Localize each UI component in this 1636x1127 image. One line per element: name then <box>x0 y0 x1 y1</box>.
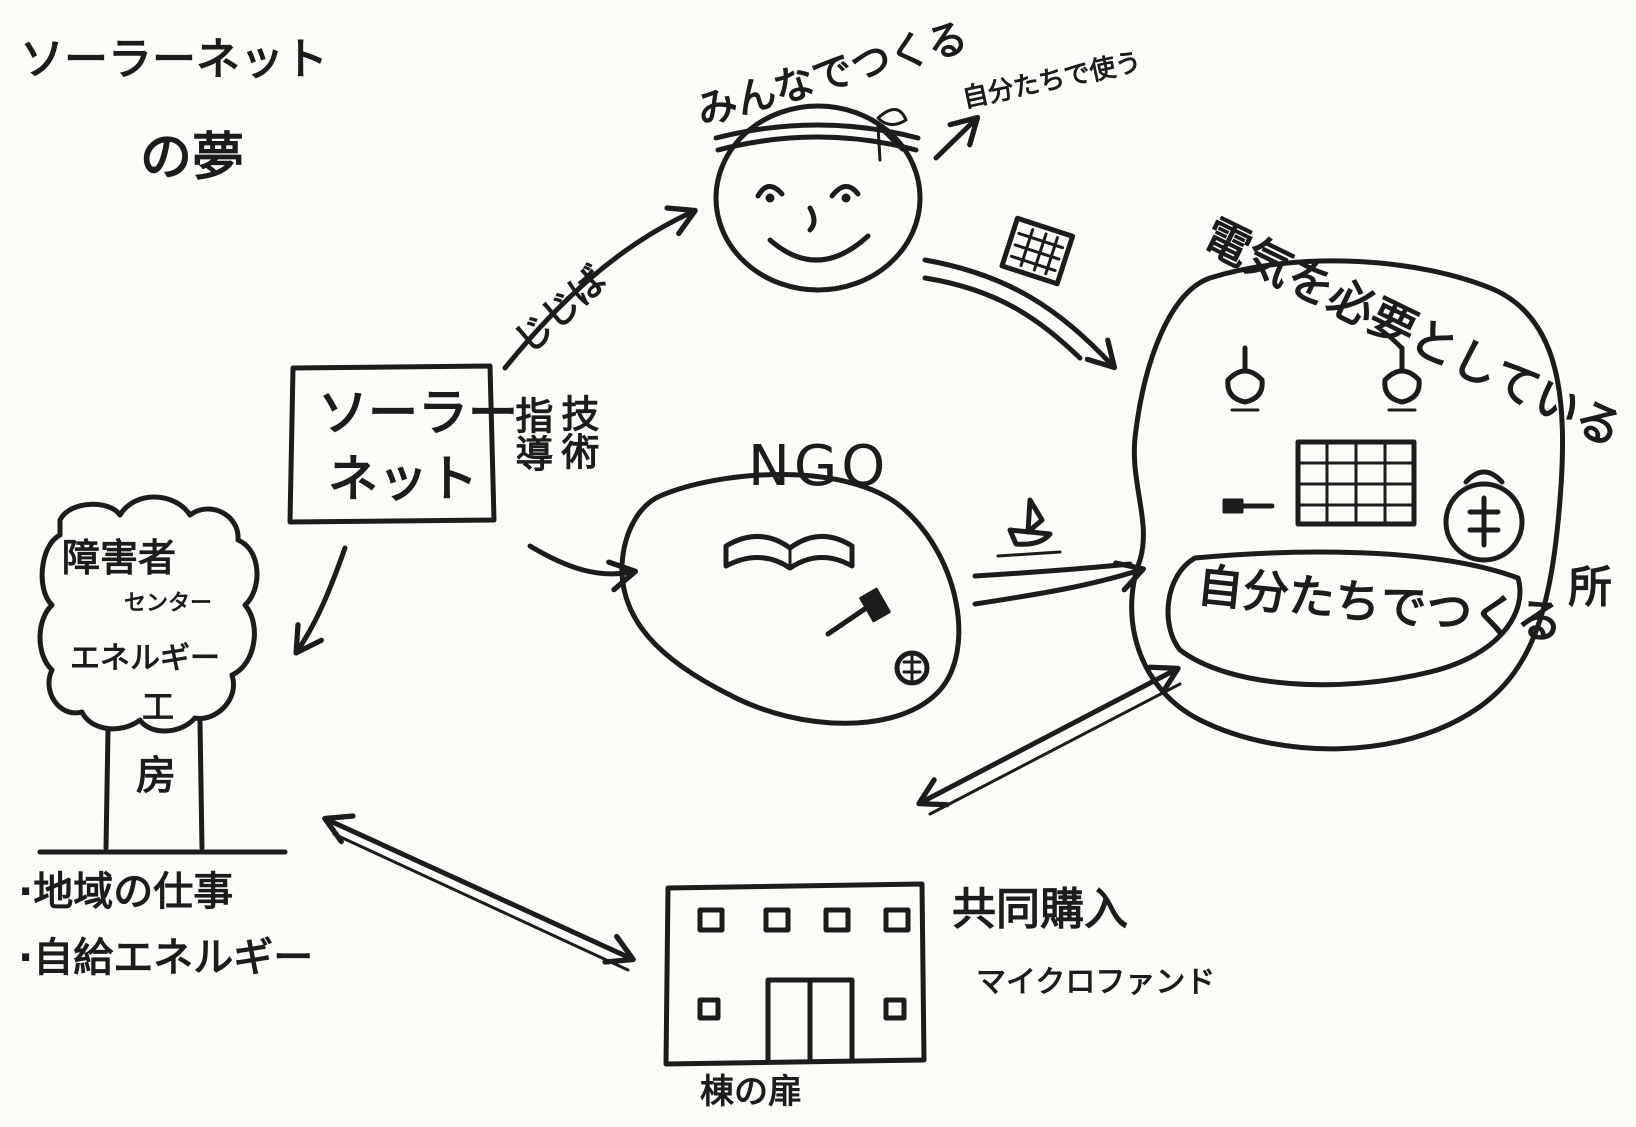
tree-crown <box>37 494 260 734</box>
tree-line3: エネルギー <box>70 641 220 676</box>
open-book-icon <box>723 534 855 571</box>
arrow-solarnet-to-tree <box>293 545 348 656</box>
boat-icon <box>996 497 1062 558</box>
bullet-line2: ·自給エネルギー <box>18 935 314 981</box>
calculator-icon <box>999 215 1076 287</box>
solar-panel-icon <box>1295 439 1417 527</box>
big-blob-suffix: 所 <box>1568 562 1612 613</box>
arrow-ngo-to-need <box>972 560 1146 607</box>
tree-line2: センター <box>124 591 213 616</box>
solar-net-box <box>287 363 497 525</box>
double-arrow-need-ngo <box>916 664 1181 808</box>
solarnet-box-line2: ネット <box>328 450 478 508</box>
plug-icon <box>1222 498 1275 514</box>
money-bag-icon <box>1443 469 1525 563</box>
ngo-blob <box>619 472 962 726</box>
bullet-line1: ·地域の仕事 <box>18 869 234 915</box>
building-side-line2: マイクロファンド <box>976 965 1216 1000</box>
lightbulb-icon <box>1225 345 1265 412</box>
building-side-line1: 共同購入 <box>952 884 1128 935</box>
lightbulb-icon <box>1382 345 1422 412</box>
arrow-face-to-need-extra <box>922 275 1083 361</box>
tech-label-col1: 技術 <box>554 394 599 470</box>
tree-trunk-char2: 房 <box>136 753 176 799</box>
building-caption: 棟の扉 <box>700 1072 802 1112</box>
solarnet-box-line1: ソーラー <box>318 384 518 442</box>
double-arrow-ground-building <box>322 813 636 965</box>
tree-trunk-char1: 工 <box>142 688 175 726</box>
arrow-solarnet-to-face <box>502 205 698 371</box>
hammer-icon <box>825 587 891 637</box>
inner-smile-band <box>1165 549 1523 688</box>
title-line1: ソーラーネット <box>20 34 328 85</box>
tree-trunk <box>103 719 205 851</box>
title-line2: の夢 <box>140 128 245 188</box>
big-needs-blob <box>1129 258 1566 752</box>
arrow-face-to-need <box>922 257 1118 371</box>
arrow-ngo-to-need-extra <box>972 561 1133 579</box>
ngo-label: NGO <box>748 434 890 499</box>
money-bag-icon <box>894 650 930 686</box>
arrow-solarnet-to-ngo <box>527 543 639 593</box>
smiling-face-icon <box>713 103 923 293</box>
tree-line1: 障害者 <box>62 536 177 580</box>
tech-label-col2: 指導 <box>508 396 553 472</box>
building-icon <box>663 881 927 1067</box>
arrow-face-to-self-use <box>933 114 981 161</box>
